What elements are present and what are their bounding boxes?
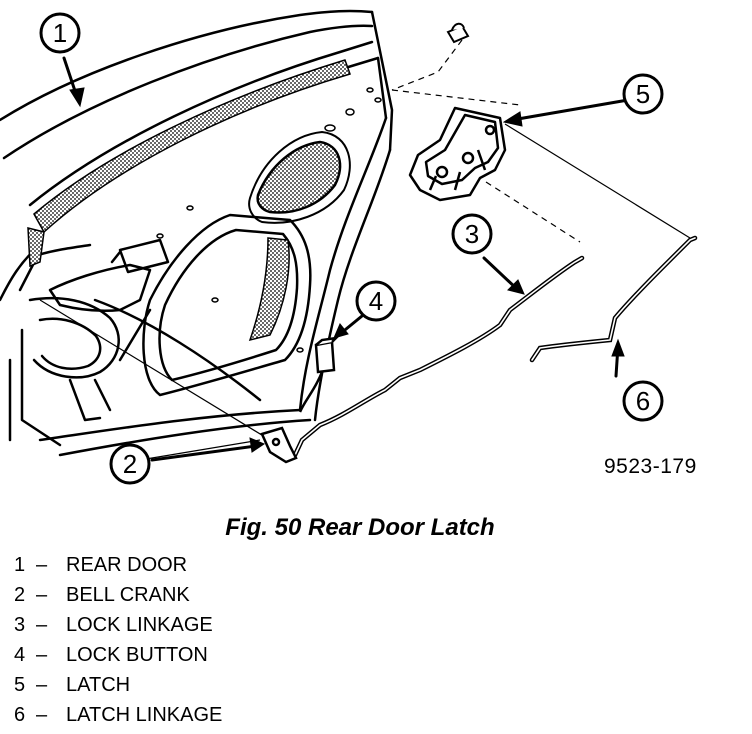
legend-item: 2–BELL CRANK <box>14 580 222 610</box>
latch-screw <box>446 22 470 44</box>
legend-item: 6–LATCH LINKAGE <box>14 700 222 730</box>
parts-legend: 1–REAR DOOR 2–BELL CRANK 3–LOCK LINKAGE … <box>14 550 222 730</box>
panel-fastener-holes <box>156 87 382 353</box>
figure-caption: Fig. 50 Rear Door Latch <box>225 514 495 541</box>
legend-number: 5 <box>14 674 26 696</box>
legend-item: 4–LOCK BUTTON <box>14 640 222 670</box>
legend-number: 2 <box>14 584 26 606</box>
callout-arrowheads <box>69 87 625 453</box>
legend-label: LATCH LINKAGE <box>66 704 223 726</box>
door-handle-rim <box>248 130 351 224</box>
legend-number: 3 <box>14 614 26 636</box>
callout-6: 6 <box>636 386 650 416</box>
legend-number: 6 <box>14 704 26 726</box>
window-seal <box>33 59 351 234</box>
legend-label: LATCH <box>66 674 131 696</box>
callout-1: 1 <box>53 18 67 48</box>
legend-item: 5–LATCH <box>14 670 222 700</box>
legend-dash: – <box>36 674 48 696</box>
legend-label: LOCK BUTTON <box>66 644 208 666</box>
legend-dash: – <box>36 554 48 576</box>
leader-lines <box>39 123 691 461</box>
legend-dash: – <box>36 614 48 636</box>
legend-item: 1–REAR DOOR <box>14 550 222 580</box>
legend-label: BELL CRANK <box>66 584 190 606</box>
legend-label: LOCK LINKAGE <box>66 614 213 636</box>
legend-dash: – <box>36 584 48 606</box>
lock-linkage-rod-inner <box>294 257 583 456</box>
legend-dash: – <box>36 704 48 726</box>
figure-id: 9523-179 <box>604 455 697 478</box>
callout-arrows <box>62 56 630 462</box>
bell-crank <box>260 426 298 464</box>
alignment-lines <box>391 39 581 243</box>
door-handle-recess <box>256 140 342 214</box>
callout-4: 4 <box>369 286 383 316</box>
legend-item: 3–LOCK LINKAGE <box>14 610 222 640</box>
vertical-trim <box>248 237 290 342</box>
callout-labels: 1 5 3 4 6 2 <box>53 18 650 479</box>
legend-dash: – <box>36 644 48 666</box>
callout-3: 3 <box>465 219 479 249</box>
legend-number: 4 <box>14 644 26 666</box>
latch-assembly <box>408 106 507 202</box>
latch-linkage-rod-inner <box>531 237 696 361</box>
callout-2: 2 <box>123 449 137 479</box>
legend-number: 1 <box>14 554 26 576</box>
lock-button <box>298 336 340 413</box>
latch-linkage-rod <box>529 235 698 363</box>
callout-circles <box>39 12 664 485</box>
callout-5: 5 <box>636 79 650 109</box>
rear-door-latch-illustration: 1 5 3 4 6 2 <box>0 9 698 485</box>
legend-label: REAR DOOR <box>66 554 188 576</box>
lower-seal <box>27 227 45 268</box>
